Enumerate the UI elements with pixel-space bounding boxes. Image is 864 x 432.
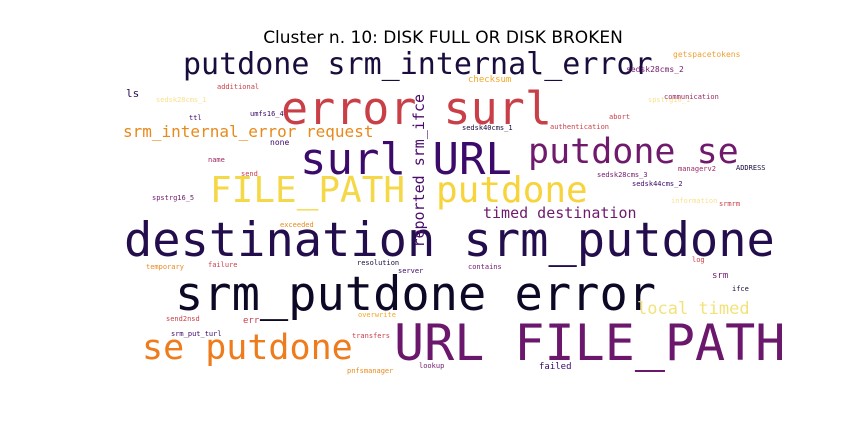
word-18: additional [217,83,260,91]
word-7: srm_putdone error [175,267,657,322]
word-19: sedsk28cms_1 [156,96,207,104]
word-50: transfers [352,332,390,340]
word-26: authentication [550,123,610,131]
word-48: overwrite [358,311,396,319]
word-35: information [671,197,718,205]
word-28: name [208,156,225,164]
word-4: FILE_PATH [210,170,406,211]
word-39: log [692,256,705,264]
word-20: spstrg16_1 [648,96,691,104]
word-15: checksum [468,75,512,85]
word-42: server [398,267,424,275]
word-31: ADDRESS [736,164,766,172]
word-14: ls [126,87,140,100]
word-10: srm_internal_error request [123,122,374,141]
word-32: managerv2 [678,165,716,173]
word-51: pnfsmanager [347,367,394,375]
word-49: srm_put_turl [171,330,222,338]
word-47: err [243,316,260,326]
word-0: putdone srm_internal_error [183,47,653,82]
word-37: exceeded [280,221,314,229]
word-2: surl URL [300,134,512,185]
word-12: timed destination [483,204,637,222]
word-5: putdone [436,170,588,211]
word-30: sedsk28cms_3 [597,171,648,179]
word-23: abort [609,113,631,121]
word-46: send2nsd [166,315,200,323]
word-52: lookup [419,362,445,370]
word-36: srmrm [719,200,741,208]
word-16: getspacetokens [673,50,741,59]
word-40: temporary [146,263,184,271]
word-44: srm [712,271,729,281]
word-17: sedsk28cms_2 [626,65,684,74]
word-3: putdone se [528,132,739,172]
word-25: sedsk40cms_1 [462,124,513,132]
word-34: spstrg16_5 [152,194,195,202]
word-13: local timed [637,299,750,319]
word-45: ifce [732,285,749,293]
word-9: se putdone [142,328,353,368]
word-6: destination srm_putdone [124,213,775,268]
word-27: none [270,138,290,147]
word-33: sedsk44cms_2 [632,180,683,188]
word-1: error surl [281,82,552,135]
word-21: communication [664,93,719,101]
word-38: resolution [357,259,400,267]
word-11: reported srm_ifce [410,94,428,248]
word-22: umfs16_4 [250,110,284,118]
word-29: send [241,170,258,178]
word-41: failure [208,261,238,269]
chart-title: Cluster n. 10: DISK FULL OR DISK BROKEN [263,28,623,48]
word-43: contains [468,263,502,271]
word-24: ttl [189,114,202,122]
word-8: URL FILE_PATH [394,314,786,372]
word-53: failed [539,362,572,372]
